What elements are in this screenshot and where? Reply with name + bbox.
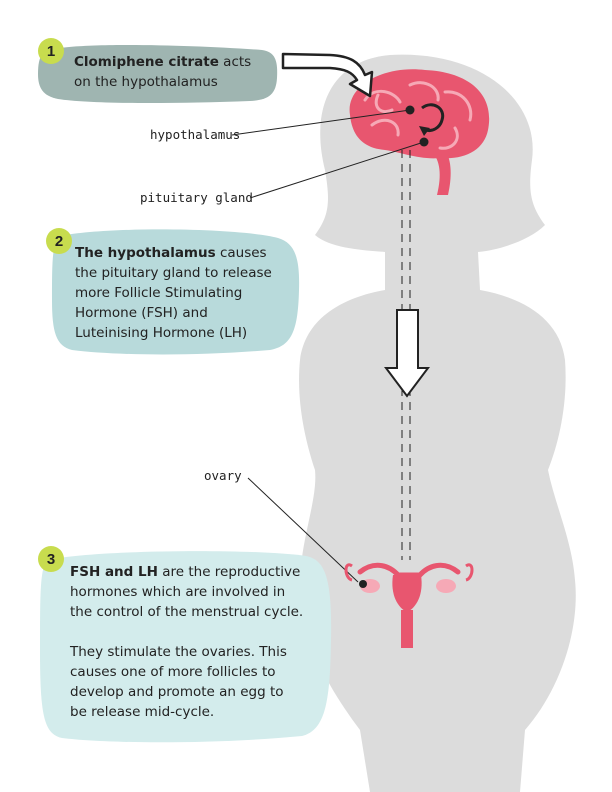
step-1-text: Clomiphene citrate acts on the hypothala… <box>74 54 252 90</box>
label-hypothalamus: hypothalamus <box>150 127 241 142</box>
brain <box>349 69 490 195</box>
step-3-badge: 3 <box>38 546 64 572</box>
box-step2-bg <box>52 229 300 355</box>
step-1-bold: Clomiphene citrate <box>74 54 219 70</box>
step-2-bold: The hypothalamus <box>75 245 216 261</box>
step-1-badge: 1 <box>38 38 64 64</box>
arrow-to-brain <box>281 52 374 98</box>
box-step1-bg <box>38 45 278 104</box>
body-silhouette <box>299 54 576 792</box>
step-2-text: The hypothalamus causes the pituitary gl… <box>75 245 272 341</box>
label-ovary: ovary <box>204 468 242 483</box>
ovaries-uterus <box>344 562 474 648</box>
label-pituitary-gland: pituitary gland <box>140 190 253 205</box>
box-step3-bg <box>40 551 332 743</box>
step-3-bold: FSH and LH <box>70 564 158 580</box>
step-2-badge: 2 <box>46 228 72 254</box>
down-arrow <box>384 309 430 398</box>
step-3-text: FSH and LH are the reproductive hormones… <box>70 564 304 720</box>
